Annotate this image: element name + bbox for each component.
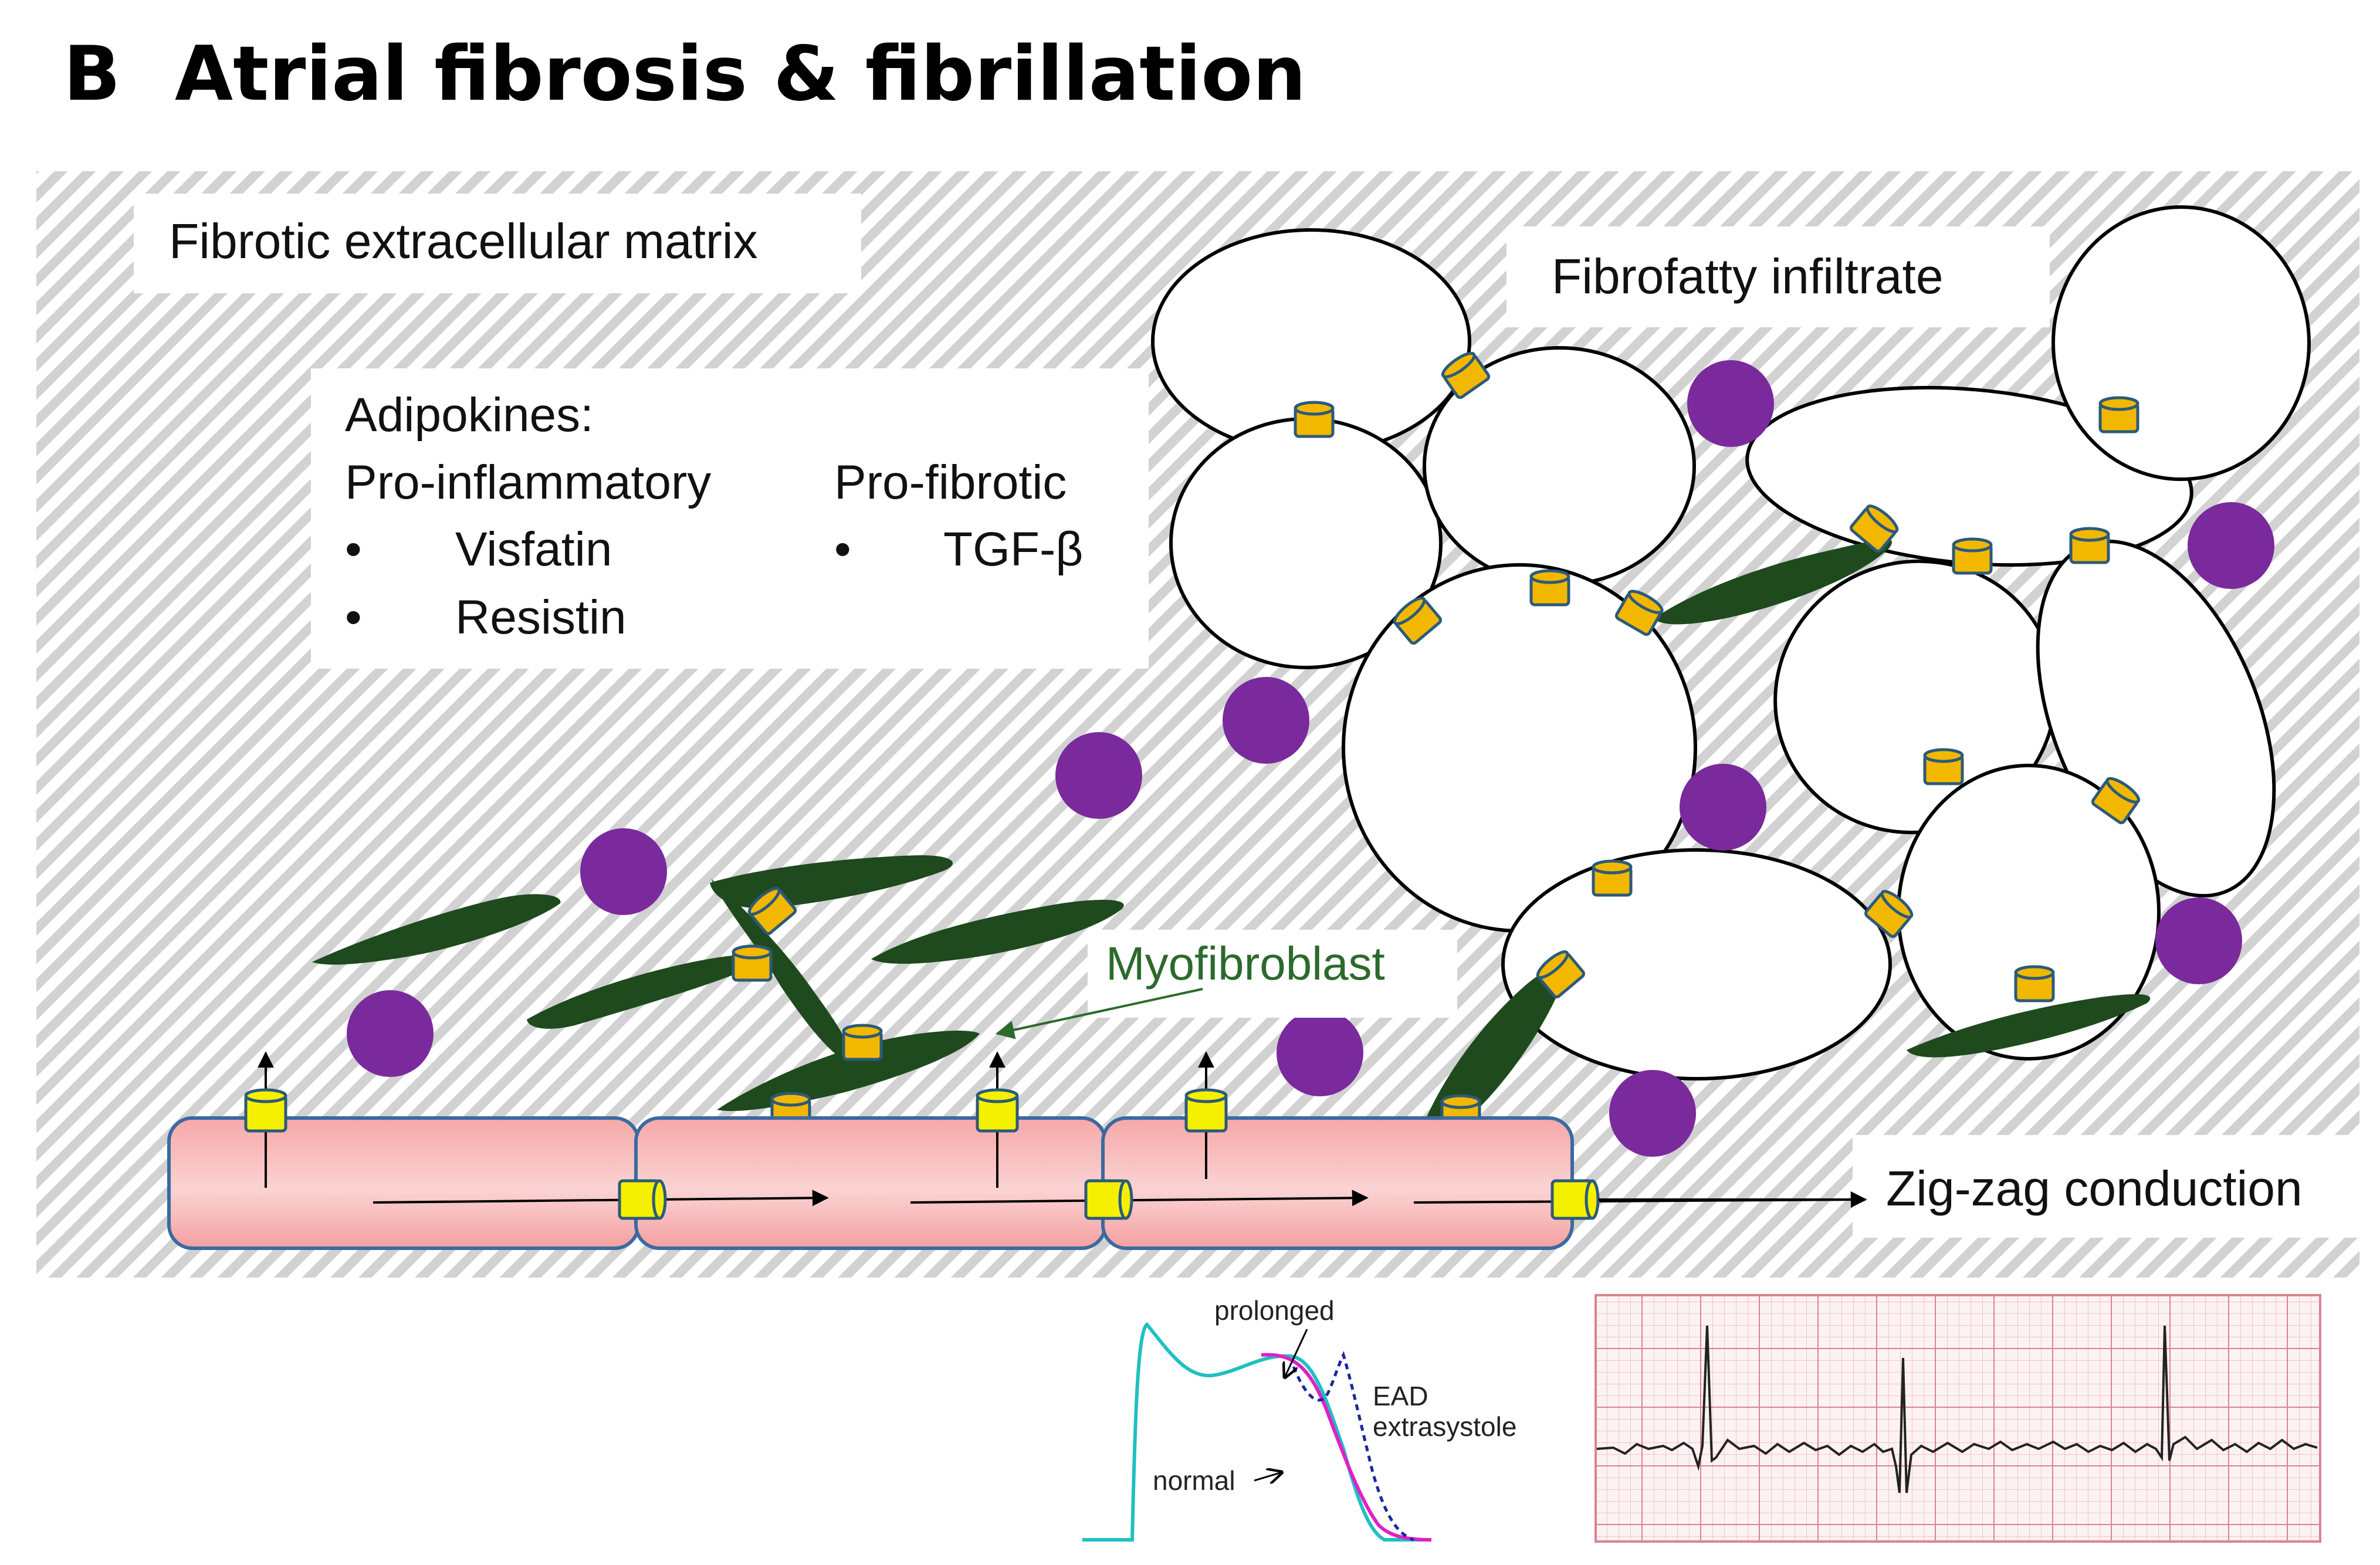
bullet-visfatin: •	[345, 523, 362, 576]
ecm-label: Fibrotic extracellular matrix	[169, 214, 758, 269]
adipokines-box	[311, 368, 1149, 669]
panel-letter: B	[63, 31, 121, 118]
bullet-tgf-beta: •	[834, 523, 851, 576]
myofibroblasts	[312, 539, 2151, 1139]
adipocyte-cluster	[1151, 205, 2311, 1080]
visfatin-label: Visfatin	[455, 523, 612, 576]
ecg-trace	[1596, 1325, 2318, 1493]
membrane-channels	[244, 1088, 1600, 1220]
ead-trace	[1292, 1351, 1414, 1542]
ead-label-line1: EAD	[1373, 1381, 1428, 1411]
prolonged-arrow	[1285, 1329, 1308, 1377]
cardiomyocyte-2	[634, 1116, 1107, 1250]
prolonged-label: prolonged	[1214, 1295, 1335, 1326]
inflammatory-cells	[347, 360, 2274, 1157]
normal-arrow	[1254, 1472, 1282, 1481]
myofibroblast-label: Myofibroblast	[1106, 937, 1385, 990]
bullet-resistin: •	[345, 591, 362, 644]
ecg-grid	[1594, 1294, 2321, 1543]
pro-fibrotic-heading: Pro-fibrotic	[834, 456, 1067, 509]
adipokines-heading: Adipokines:	[345, 388, 594, 442]
fibrofatty-label: Fibrofatty infiltrate	[1552, 249, 1944, 304]
panel-title: Atrial fibrosis & fibrillation	[175, 31, 1306, 118]
myofibroblast-label-box	[1088, 930, 1457, 1018]
ecm-label-box	[134, 194, 861, 293]
conduction-label-box	[1853, 1135, 2369, 1238]
normal-label: normal	[1153, 1465, 1235, 1496]
pro-inflammatory-heading: Pro-inflammatory	[345, 456, 711, 509]
tgf-beta-label: TGF-β	[943, 523, 1083, 576]
ead-label-line2: extrasystole	[1373, 1411, 1516, 1442]
cardiomyocytes	[167, 1116, 1574, 1250]
fibrofatty-label-box	[1506, 226, 2050, 327]
cardiomyocyte-3	[1101, 1116, 1574, 1250]
resistin-label: Resistin	[455, 591, 627, 644]
prolonged-trace	[1261, 1353, 1432, 1542]
connexin-channels	[732, 351, 2141, 1132]
ecg-inset	[1594, 1294, 2321, 1543]
action-potential-inset: prolonged EAD extrasystole normal	[1082, 1295, 1516, 1542]
myofibroblast-pointer-arrow	[995, 988, 1203, 1039]
conduction-label: Zig-zag conduction	[1886, 1161, 2303, 1216]
cardiomyocyte-1	[167, 1116, 640, 1250]
